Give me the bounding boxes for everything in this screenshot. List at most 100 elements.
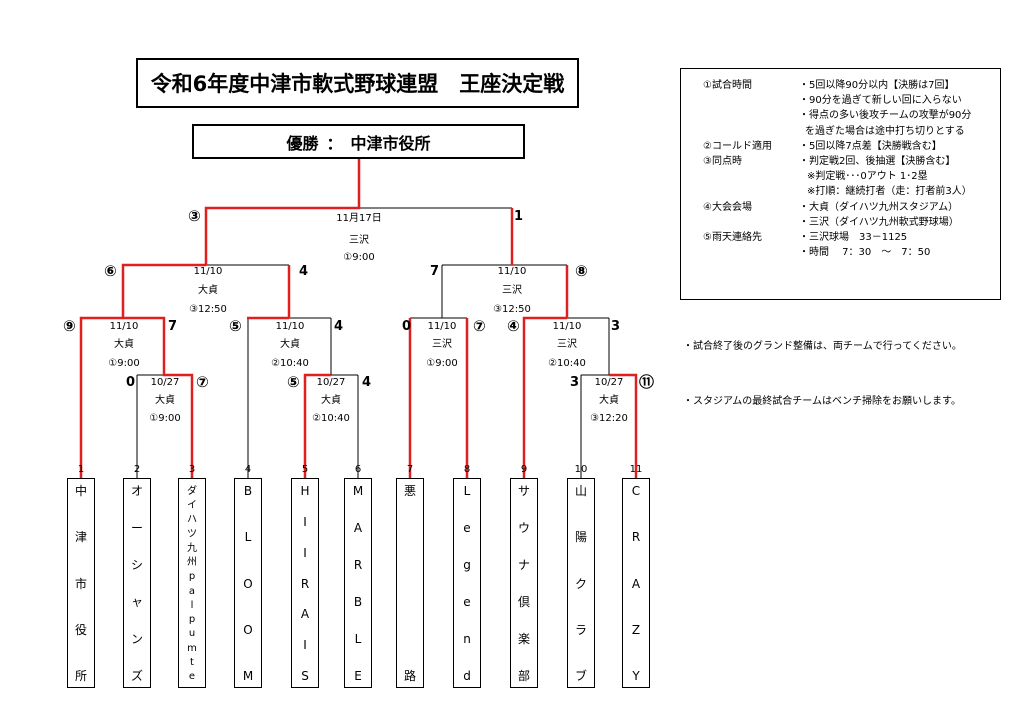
semi-left-date: 11/10 [193,266,223,277]
semi-left-game: ⑥ [104,262,117,280]
bracket-red-lines [79,159,638,478]
team-name-char: M [242,669,254,683]
team-name-char: 九 [187,542,197,554]
team-name-char: B [353,595,363,609]
team-name-char: e [463,521,471,535]
team-name-char: 路 [403,669,416,683]
champion-banner: 優勝 ： 中津市役所 [192,124,525,159]
qf1-time: ①9:00 [108,358,140,369]
team-name-char: p [188,571,196,583]
team-name-char: I [303,514,307,529]
team-name-char: S [301,669,309,683]
team-name-char: ウ [517,521,530,535]
team-name-char: イ [187,500,197,512]
team-name-char: d [463,669,471,683]
team-name-char: 市 [74,576,87,591]
team-seed: 1 [77,464,85,475]
team-name-char: R [353,558,363,572]
final-left-game: ③ [188,207,201,225]
r1a-game: ⑦ [196,373,209,391]
page-title: 令和6年度中津市軟式野球連盟 王座決定戦 [136,58,579,108]
team-name-char: I [303,638,307,653]
rule-text: ・5回以降7点差【決勝戦含む】 [799,140,942,152]
team-name-char: ク [574,576,587,591]
team-box: 悪路 [396,478,424,688]
team-name-char: ナ [517,558,530,572]
team-name-char: C [631,484,641,498]
team-seed: 4 [244,464,252,475]
team-seed: 5 [301,464,309,475]
r1b-game: ⑤ [287,373,300,391]
team-seed: 8 [463,464,471,475]
qf4-venue: 三沢 [557,339,577,350]
team-name-char: 楽 [517,632,530,646]
team-seed: 6 [354,464,362,475]
semi-left-time: ③12:50 [189,304,227,315]
rule-label: ②コールド適用 [703,140,772,152]
r1a-score: 0 [126,375,136,390]
team-box: 中津市役所 [67,478,95,688]
team-name-char: ハ [187,514,197,526]
team-name-char: オ [130,484,143,498]
rule-text: ・得点の多い後攻チームの攻撃が90分 [799,110,972,122]
team-name-char: R [300,576,310,591]
team-name-char: l [190,599,194,611]
qf4-date: 11/10 [552,321,582,332]
team-name-char: e [188,671,196,682]
team-name-char: ズ [130,669,143,683]
note-bench: ・スタジアムの最終試合チームはベンチ掃除をお願いします。 [683,396,961,407]
qf1-venue: 大貞 [114,339,134,350]
team-name-char: シ [130,558,143,572]
team-name-char: 部 [517,669,530,683]
champion-separator: ： [326,133,343,153]
team-name-char: B [243,484,253,498]
team-name-char: M [352,484,364,498]
team-name-char: 山 [574,484,587,498]
team-name-char: サ [517,484,530,498]
team-name-char: ー [130,521,143,535]
final-venue: 三沢 [349,235,369,246]
team-name-char: Z [631,622,641,637]
qf3-venue: 三沢 [432,339,452,350]
team-name-char: g [463,558,471,572]
r1c-date: 10/27 [594,377,624,388]
r1a-time: ①9:00 [149,413,181,424]
r1b-date: 10/27 [316,377,346,388]
team-name-char: L [463,484,471,498]
team-name-char: E [354,669,362,683]
team-box: オーシャンズ [123,478,151,688]
r1c-score: 3 [570,375,580,390]
rule-text: ・5回以降90分以内【決勝は7回】 [799,80,955,91]
qf1-game: ⑨ [63,317,76,335]
r1a-venue: 大貞 [155,395,175,406]
qf4-time: ②10:40 [548,358,586,369]
team-name-char: ダ [187,486,197,497]
rule-text: ※打順：継続打者（走：打者前3人） [807,186,972,198]
team-seed: 3 [188,464,196,475]
team-name-char: A [631,576,641,591]
rule-text: ・三沢（ダイハツ九州軟式野球場） [799,216,959,228]
team-name-char: 役 [74,622,87,637]
semi-right-game: ⑧ [575,262,588,280]
semi-right-venue: 三沢 [502,285,522,296]
r1b-time: ②10:40 [312,413,350,424]
team-name-char: R [631,530,641,545]
qf2-game: ⑤ [229,317,242,335]
team-name-char: L [354,632,362,646]
qf2-venue: 大貞 [280,339,300,350]
qf2-date: 11/10 [275,321,305,332]
team-name-char: O [243,622,253,637]
team-name-char: 津 [74,530,87,545]
team-name-char: 州 [187,557,197,569]
team-seed: 11 [629,464,643,475]
team-seed: 10 [574,464,588,475]
team-name-char: I [303,545,307,560]
team-seed: 2 [133,464,141,475]
team-name-char: u [188,628,196,640]
team-name-char: ブ [574,669,587,683]
